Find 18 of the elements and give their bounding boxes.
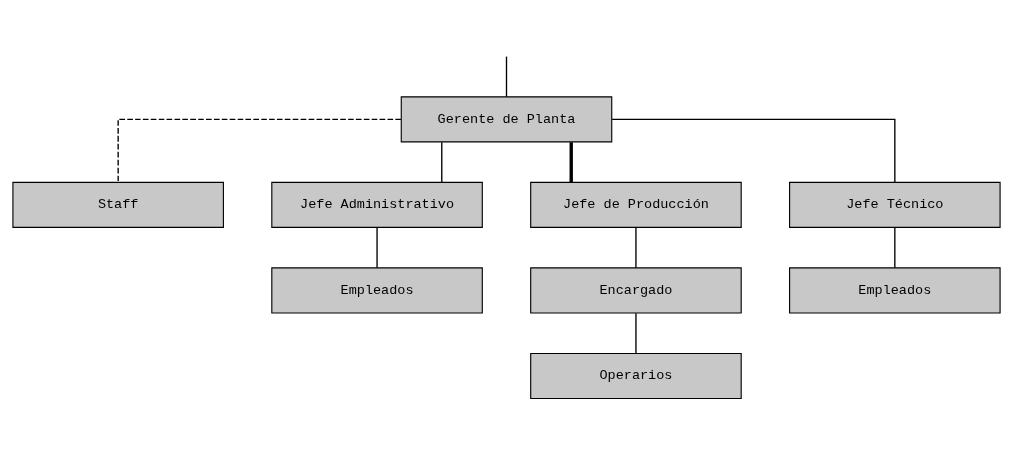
connector	[376, 226, 378, 268]
connector	[569, 141, 573, 182]
node-box: Gerente de Planta	[400, 95, 613, 142]
node-box: Empleados	[789, 266, 1001, 313]
node-box: Empleados	[271, 266, 483, 313]
connector	[117, 118, 402, 183]
connector	[441, 141, 443, 183]
connector	[505, 55, 508, 97]
connector	[635, 312, 637, 354]
connector	[635, 226, 637, 268]
connector	[894, 226, 896, 268]
node-box: Jefe Administrativo	[271, 181, 483, 228]
node-box: Jefe de Producción	[530, 181, 742, 228]
connector	[611, 118, 896, 183]
node-box: Jefe Técnico	[789, 181, 1001, 228]
node-box: Operarios	[530, 352, 742, 399]
node-box: Staff	[12, 181, 224, 228]
node-box: Encargado	[530, 266, 742, 313]
